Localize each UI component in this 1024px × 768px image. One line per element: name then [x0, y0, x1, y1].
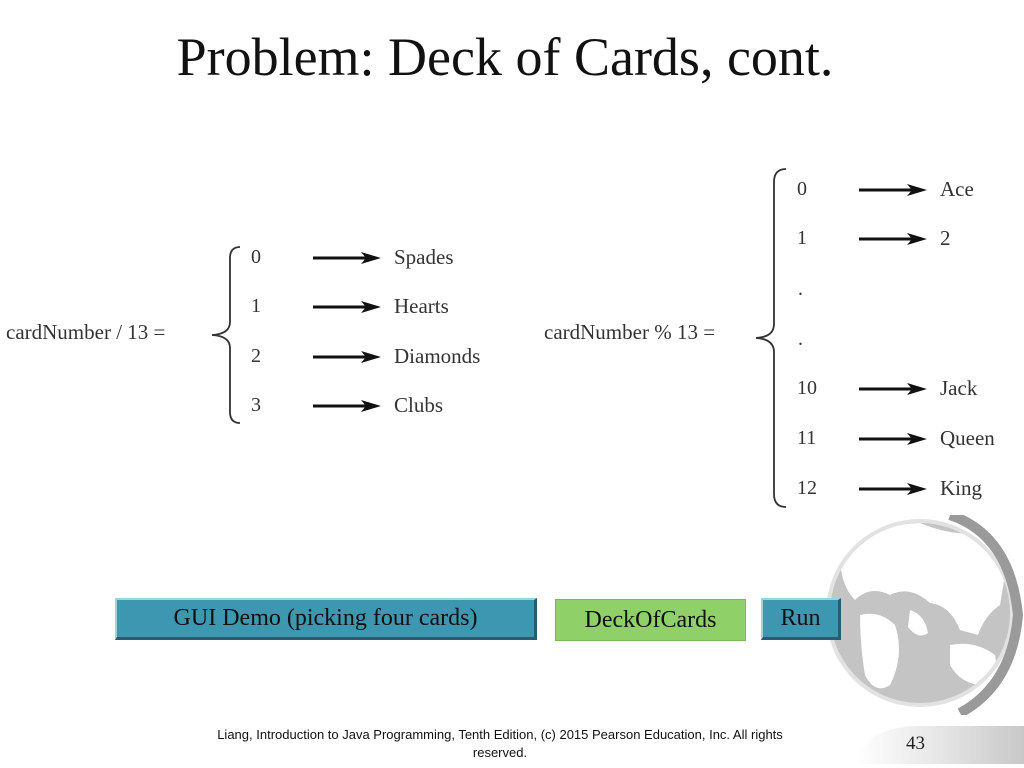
right-label: King [940, 476, 982, 500]
footer-decoration [855, 726, 1024, 764]
right-brace [755, 168, 787, 508]
right-arrow-icon [859, 483, 927, 495]
page-number: 43 [906, 733, 925, 754]
left-label: Spades [394, 245, 454, 269]
right-arrow-icon [313, 301, 381, 313]
left-expression: cardNumber / 13 = [6, 320, 166, 344]
left-number: 0 [251, 246, 261, 268]
right-arrow-icon [859, 233, 927, 245]
right-arrow-icon [313, 400, 381, 412]
right-number: 10 [797, 377, 817, 399]
right-expression: cardNumber % 13 = [544, 320, 716, 344]
gui-demo-button[interactable]: GUI Demo (picking four cards) [115, 598, 537, 640]
left-number: 2 [251, 345, 261, 367]
left-label: Clubs [394, 393, 444, 417]
slide-title: Problem: Deck of Cards, cont. [176, 27, 834, 87]
right-arrow-icon [313, 351, 381, 363]
right-ellipsis-dot: . [798, 278, 803, 300]
right-number: 12 [797, 477, 817, 499]
left-label: Hearts [394, 294, 449, 318]
slide-footer: Liang, Introduction to Java Programming,… [217, 727, 783, 760]
left-brace [211, 246, 241, 424]
right-arrow-icon [859, 383, 927, 395]
right-ellipsis-dot: . [798, 328, 803, 350]
right-arrow-icon [859, 184, 927, 196]
left-number: 3 [251, 394, 261, 416]
right-label: Jack [940, 376, 978, 400]
run-button[interactable]: Run [761, 598, 841, 640]
right-number: 1 [797, 227, 807, 249]
right-label: Ace [940, 177, 974, 201]
right-arrow-icon [313, 252, 381, 264]
deck-of-cards-button[interactable]: DeckOfCards [555, 599, 746, 641]
right-number: 11 [797, 427, 817, 449]
left-number: 1 [251, 295, 261, 317]
right-label: Queen [940, 426, 995, 450]
left-label: Diamonds [394, 344, 481, 368]
globe-icon [826, 515, 1024, 715]
right-arrow-icon [859, 433, 927, 445]
right-number: 0 [797, 178, 807, 200]
right-label: 2 [940, 226, 951, 250]
